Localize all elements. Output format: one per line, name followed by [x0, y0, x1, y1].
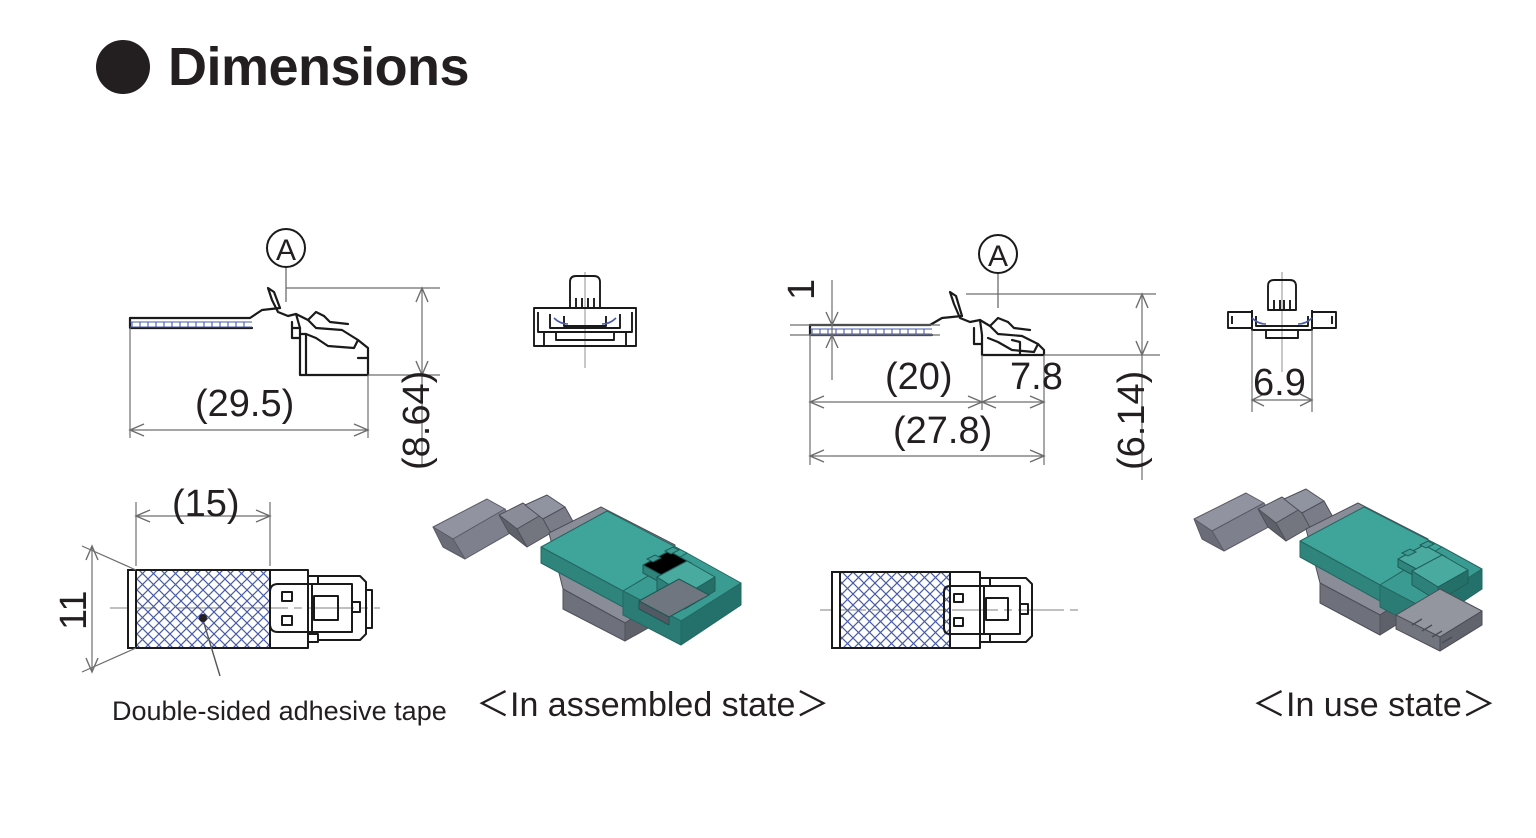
dim-mounted-height: (6.14)	[1111, 370, 1153, 470]
dim-overall-height: (8.64)	[396, 370, 438, 470]
render-assembled-connector	[425, 485, 770, 670]
view-front-mounted	[1222, 272, 1342, 412]
dim-tape-length: (15)	[172, 483, 240, 525]
dim-tape-thickness: 1	[781, 278, 823, 300]
view-side-free-state: A	[110, 228, 460, 480]
view-top-mounted	[820, 550, 1080, 670]
page-heading: Dimensions	[96, 37, 470, 97]
caption-assembled-state: ＜In assembled state＞	[476, 686, 830, 724]
view-front-free-state	[520, 270, 650, 370]
view-side-mounted: A	[790, 230, 1170, 490]
render-in-use-connector	[1190, 485, 1500, 670]
dim-overall-length: (29.5)	[195, 383, 295, 425]
filled-circle-bullet-icon	[96, 40, 150, 94]
dim-front-width: 6.9	[1253, 362, 1306, 404]
dim-total-length: (27.8)	[893, 410, 993, 452]
dim-body-length: (20)	[885, 356, 953, 398]
caption-in-use-state: ＜In use state＞	[1252, 686, 1496, 724]
svg-text:A: A	[988, 240, 1008, 273]
svg-text:A: A	[276, 234, 296, 267]
page-title: Dimensions	[168, 37, 470, 97]
note-adhesive-tape: Double-sided adhesive tape	[112, 696, 447, 726]
view-top-with-tape	[60, 480, 380, 680]
dim-tape-width: 11	[53, 590, 95, 630]
dim-latch-length: 7.8	[1010, 356, 1063, 398]
